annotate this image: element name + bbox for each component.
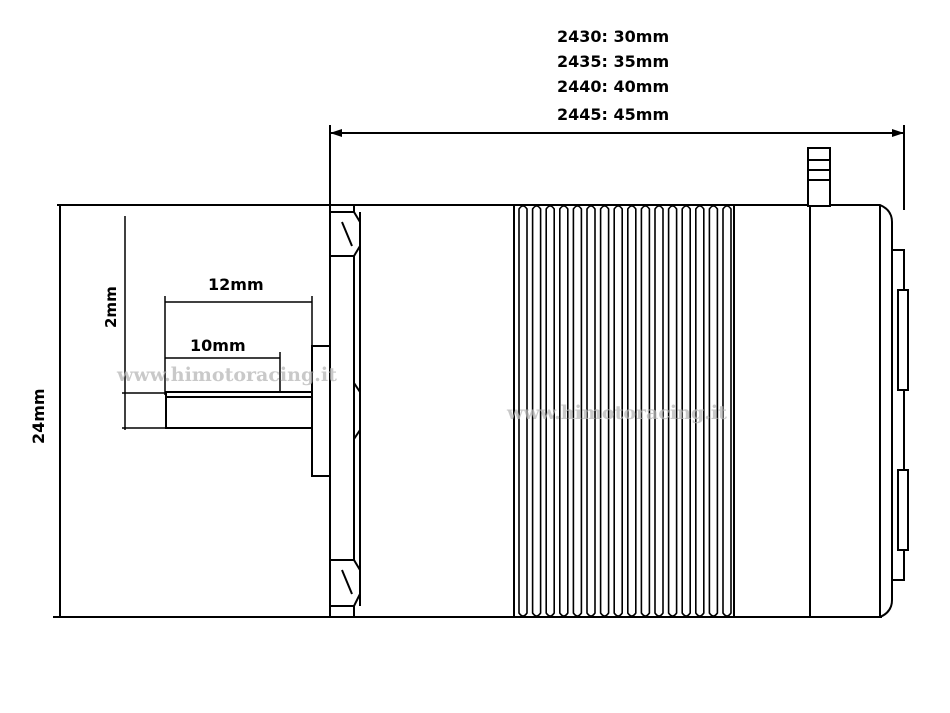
cooling-fin xyxy=(599,205,610,617)
watermark-left: www.himotoracing.it xyxy=(116,364,337,386)
shaft-inner-label: 10mm xyxy=(190,336,246,355)
height-label: 24mm xyxy=(29,388,48,444)
sensor-plug xyxy=(807,147,831,207)
cooling-fin xyxy=(627,205,637,617)
cooling-fin xyxy=(681,205,691,617)
shaft-inner-dimension xyxy=(165,352,281,395)
shaft-outer-dimension xyxy=(164,296,313,395)
rear-cap xyxy=(830,204,909,618)
cooling-fin xyxy=(640,205,651,617)
shaft-step-label: 2mm xyxy=(102,286,120,328)
cooling-fin xyxy=(722,205,732,617)
cooling-fin xyxy=(518,205,528,617)
watermark-right: www.himotoracing.it xyxy=(506,402,727,424)
cooling-fin xyxy=(695,205,705,617)
height-dimension xyxy=(53,204,340,618)
shaft-outer-label: 12mm xyxy=(208,275,264,294)
cooling-fin xyxy=(531,205,542,617)
spec-2435: 2435: 35mm xyxy=(557,52,669,71)
spec-2445: 2445: 45mm xyxy=(557,105,669,124)
spec-2440: 2440: 40mm xyxy=(557,77,669,96)
cooling-fin xyxy=(559,205,569,617)
cooling-fin xyxy=(572,205,583,617)
front-bell xyxy=(329,204,361,618)
cooling-fin xyxy=(613,205,623,617)
cooling-fin xyxy=(545,205,555,617)
cooling-fin xyxy=(654,205,664,617)
cooling-fin xyxy=(667,205,678,617)
cooling-fins xyxy=(518,205,732,617)
cooling-fin xyxy=(586,205,596,617)
motor-shaft xyxy=(165,391,315,429)
shaft-step-dimension xyxy=(122,216,170,430)
cooling-fin xyxy=(708,205,719,617)
length-dimension xyxy=(329,125,905,210)
spec-2430: 2430: 30mm xyxy=(557,27,669,46)
motor-can xyxy=(354,204,882,618)
